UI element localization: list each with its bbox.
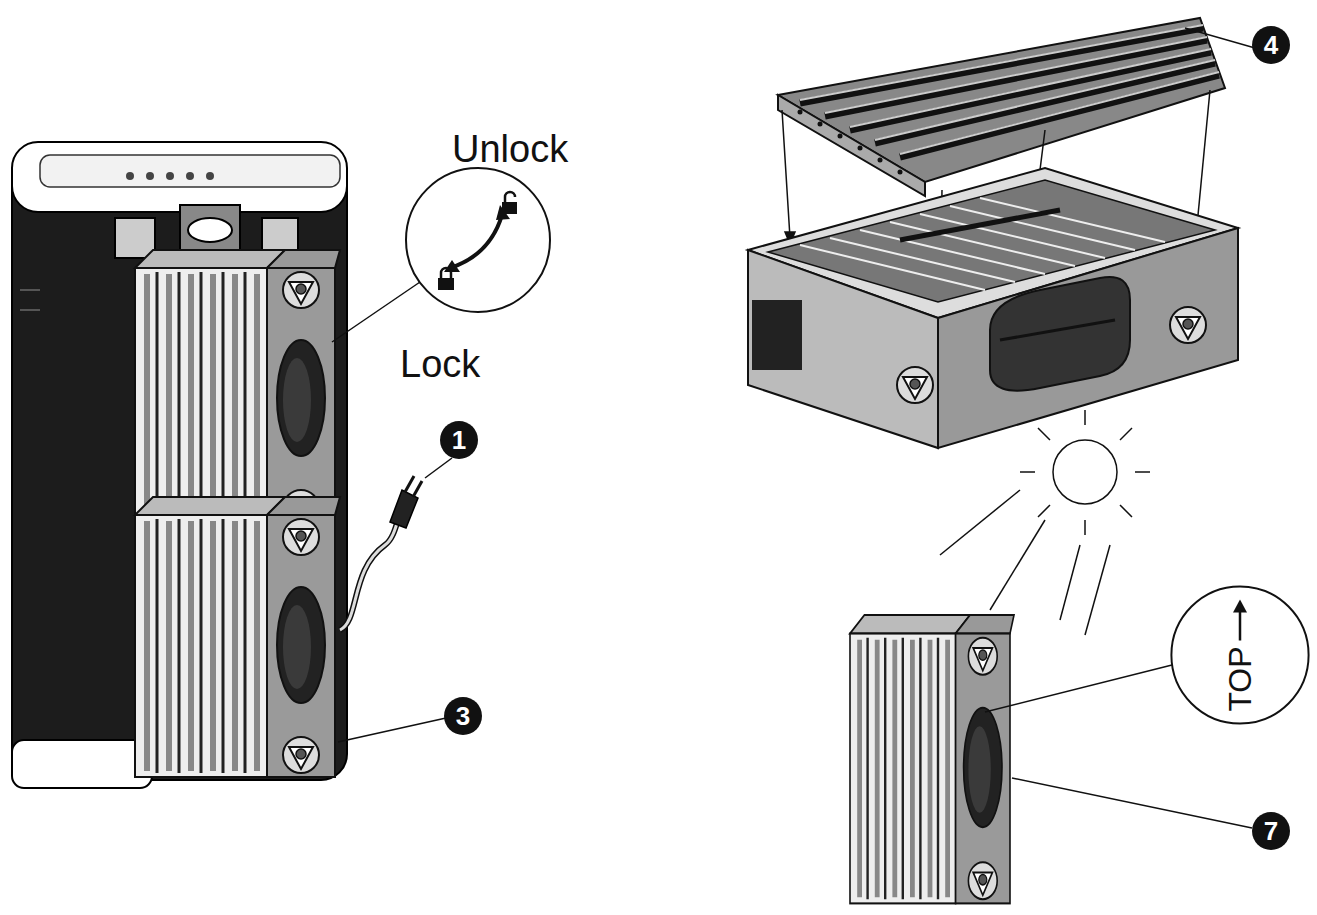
power-plug	[340, 520, 398, 630]
purifier-body	[206, 172, 214, 180]
leader-line	[1012, 778, 1252, 828]
callout-number: 4	[1252, 26, 1290, 64]
grid-panel	[800, 25, 1219, 154]
lock-detail	[444, 260, 460, 272]
purifier-body	[12, 142, 347, 212]
purifier-body	[166, 172, 174, 180]
leader-line	[985, 665, 1172, 712]
filter-frame-open	[900, 210, 1060, 240]
filter-frame-open	[1170, 307, 1206, 343]
filter-frame-open	[748, 250, 938, 448]
filter-frame-open	[752, 300, 802, 370]
grid-panel	[900, 75, 1219, 157]
lock-detail	[450, 215, 502, 268]
sun-symbol	[1120, 428, 1132, 440]
power-plug	[340, 520, 398, 630]
sun-symbol	[940, 490, 1020, 555]
purifier-body	[12, 150, 347, 780]
grid-panel	[900, 72, 1219, 154]
purifier-body	[20, 309, 40, 311]
sun-symbol	[990, 520, 1045, 610]
purifier-body	[20, 290, 40, 310]
lock-detail	[332, 168, 550, 342]
sun-symbol	[1060, 545, 1080, 620]
state-label: Unlock	[452, 130, 568, 168]
grid-panel	[878, 158, 883, 163]
filter-frame-open	[938, 228, 1238, 448]
lock-detail	[406, 168, 550, 312]
state-label: Lock	[400, 345, 480, 383]
sun-symbol	[1085, 545, 1110, 635]
grid-panel	[818, 122, 823, 127]
filter-lower	[135, 497, 340, 777]
power-plug	[413, 481, 422, 497]
grid-panel	[1040, 130, 1045, 170]
orientation-mark: TOP	[1224, 598, 1256, 711]
purifier-body	[186, 172, 194, 180]
purifier-body	[126, 172, 134, 180]
grid-panel	[778, 95, 925, 196]
filter-upper	[135, 250, 340, 530]
power-plug	[340, 458, 452, 630]
filter-frame-open	[748, 168, 1238, 448]
filter-frame-open	[1000, 320, 1115, 340]
circle-outline	[1171, 586, 1308, 723]
filter-lower	[135, 497, 340, 777]
orientation-arrow	[1230, 598, 1250, 642]
orientation-circle: TOP	[1170, 585, 1310, 725]
sun-symbol	[1020, 471, 1035, 473]
purifier-body	[188, 218, 232, 242]
grid-panel	[800, 25, 1203, 100]
purifier-body	[12, 142, 347, 788]
purifier-body	[12, 740, 152, 788]
filter-detached	[850, 615, 1014, 903]
grid-panel	[1185, 28, 1255, 48]
sun-symbol	[1084, 410, 1086, 425]
purifier-body	[40, 155, 340, 187]
grid-panel	[838, 134, 843, 139]
grid-panel	[800, 28, 1219, 157]
orientation-text: TOP	[1224, 646, 1256, 711]
purifier-body	[20, 289, 40, 291]
callout-number: 1	[440, 421, 478, 459]
sun-symbol	[1038, 428, 1050, 440]
sun-symbol	[1038, 505, 1050, 517]
filter-detached	[850, 615, 1014, 903]
filter-upper	[135, 250, 340, 530]
grid-panel	[778, 18, 1225, 182]
purifier-body	[126, 172, 214, 180]
callout-number: 3	[444, 697, 482, 735]
callout-number: 7	[1252, 812, 1290, 850]
filter-frame-open	[897, 367, 933, 403]
grid-panel	[1196, 90, 1210, 236]
leader-line	[338, 718, 446, 742]
orientation-arrow	[1233, 599, 1247, 612]
grid-panel	[875, 60, 1215, 140]
sun-symbol	[940, 410, 1150, 635]
grid-panel	[898, 170, 903, 175]
lock-detail	[505, 192, 515, 203]
sun-symbol	[1084, 520, 1086, 535]
lock-detail	[502, 202, 517, 214]
lock-detail	[441, 268, 451, 279]
grid-panel	[782, 110, 790, 238]
grid-panel	[798, 110, 803, 115]
purifier-body	[115, 218, 155, 258]
orientation-arrow	[1239, 608, 1242, 640]
grid-panel	[798, 110, 903, 175]
purifier-body	[180, 205, 240, 255]
purifier-body	[146, 172, 154, 180]
grid-panel	[858, 146, 863, 151]
power-plug	[425, 458, 452, 478]
filter-frame-open	[990, 277, 1130, 391]
sun-symbol	[1135, 471, 1150, 473]
sun-symbol	[1053, 440, 1117, 504]
lock-detail	[438, 278, 454, 290]
power-plug	[405, 476, 414, 492]
lock-detail	[332, 282, 420, 342]
sun-symbol	[1120, 505, 1132, 517]
